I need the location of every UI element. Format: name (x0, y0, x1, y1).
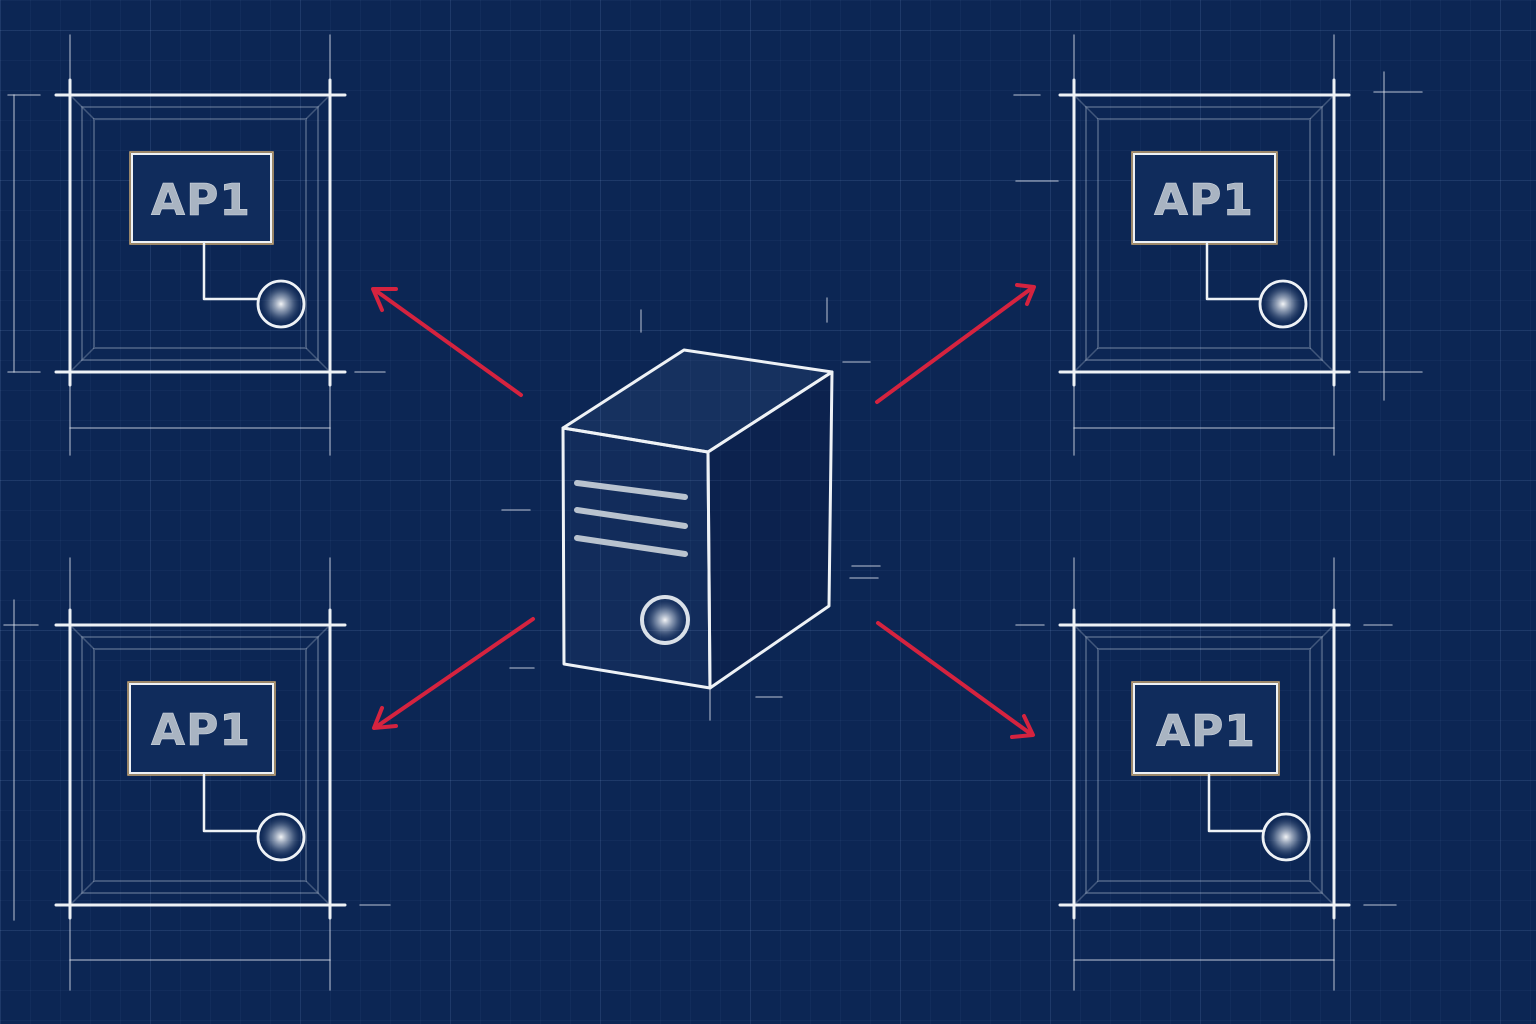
arrow-to-bottom-left (372, 617, 535, 730)
arrow-to-top-left (371, 287, 523, 397)
ap-module-top-right: AP1 (1013, 34, 1423, 456)
arrow-to-top-right (875, 283, 1036, 404)
ap-module-bottom-right: AP1 (1015, 557, 1397, 991)
status-led-icon (1258, 279, 1308, 329)
ap-module-top-left: AP1 (7, 34, 386, 456)
status-led-icon (1261, 812, 1311, 862)
ap-label-box (127, 681, 276, 776)
ap-label: AP1 (151, 175, 251, 226)
server-front-face (561, 426, 712, 690)
power-button-icon (640, 595, 690, 645)
ap-label-box (1131, 681, 1280, 776)
status-led-icon (256, 812, 306, 862)
drive-slot (574, 507, 688, 529)
ap-label: AP1 (1154, 175, 1254, 226)
drive-slot (574, 480, 688, 500)
ap-label-box (1131, 151, 1278, 245)
ap-module-bottom-left: AP1 (3, 557, 391, 991)
ap-label: AP1 (151, 705, 251, 756)
server-side-face (706, 370, 834, 690)
status-led-icon (256, 279, 306, 329)
ap-label: AP1 (1156, 706, 1256, 757)
drive-slot (574, 535, 688, 557)
server-tower-icon (501, 297, 881, 721)
ap-label-box (129, 151, 274, 245)
arrow-to-bottom-right (876, 621, 1035, 739)
